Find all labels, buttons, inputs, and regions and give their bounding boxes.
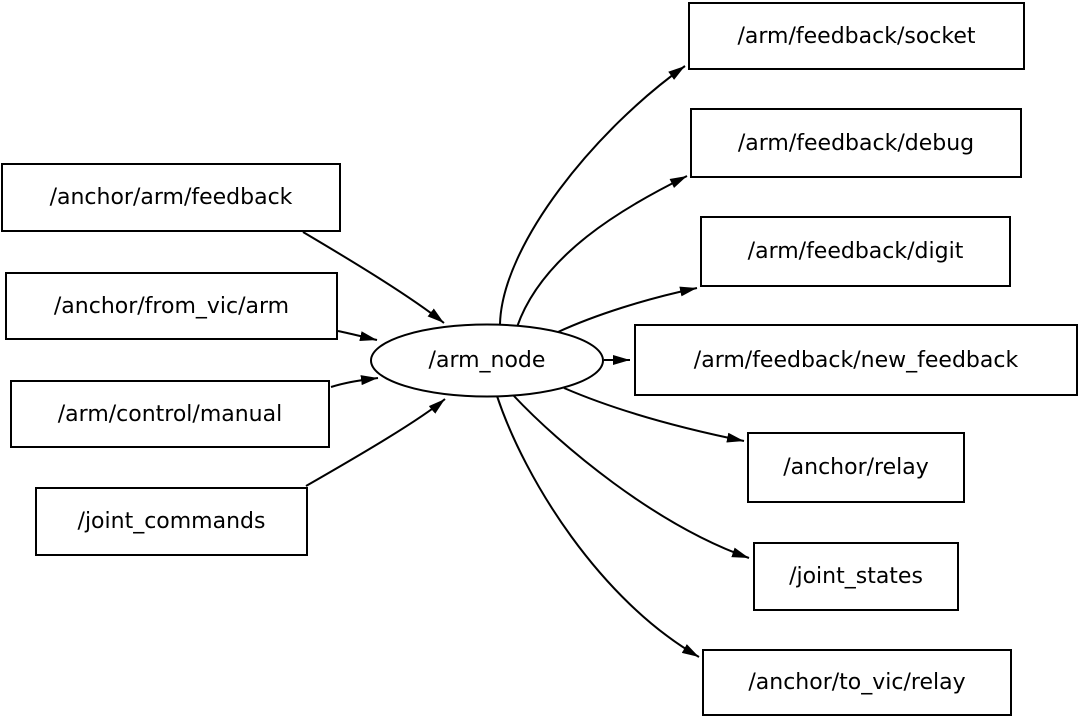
topic-label: /arm/feedback/digit [747,239,964,264]
topic-label: /anchor/relay [783,455,929,480]
topic-box-joint-states: /joint_states [753,542,959,611]
arm-node-ellipse [370,323,604,398]
topic-label: /joint_states [789,564,923,589]
edge-anchor-from-vic-arm-to-arm-node [337,330,378,342]
edge-joint-commands-to-arm-node [305,398,446,487]
edge-arm-node-to-joint-states [512,394,750,559]
topic-box-arm-feedback-digit: /arm/feedback/digit [700,216,1011,287]
topic-label: /joint_commands [77,509,266,534]
arm-node-label: /arm_node [428,348,546,373]
edge-arm-node-to-arm-feedback-debug [516,175,688,328]
topic-box-arm-control-manual: /arm/control/manual [10,380,330,448]
topic-label: /arm/feedback/socket [737,23,976,49]
topic-label: /anchor/from_vic/arm [53,293,290,319]
topic-box-arm-feedback-new-feedback: /arm/feedback/new_feedback [634,324,1078,396]
edge-anchor-arm-feedback-to-arm-node [302,231,445,324]
topic-label: /arm/feedback/new_feedback [693,347,1019,373]
topic-label: /anchor/arm/feedback [49,185,293,210]
topic-label: /arm/control/manual [57,401,283,427]
topic-box-joint-commands: /joint_commands [35,487,308,556]
topic-box-anchor-to-vic-relay: /anchor/to_vic/relay [702,649,1012,716]
topic-label: /arm/feedback/debug [737,130,975,156]
edge-arm-control-manual-to-arm-node [330,375,379,388]
topic-box-anchor-arm-feedback: /anchor/arm/feedback [1,163,341,232]
edge-arm-node-to-anchor-to-vic-relay [496,395,700,658]
edge-arm-node-to-arm-feedback-digit [557,286,698,333]
edge-arm-node-to-arm-feedback-socket [499,65,686,325]
topic-label: /anchor/to_vic/relay [748,670,966,695]
topic-box-anchor-relay: /anchor/relay [747,432,965,503]
edge-arm-node-to-anchor-relay [563,387,745,443]
topic-box-anchor-from-vic-arm: /anchor/from_vic/arm [5,272,338,340]
topic-box-arm-feedback-socket: /arm/feedback/socket [688,2,1025,70]
topic-box-arm-feedback-debug: /arm/feedback/debug [690,108,1022,178]
